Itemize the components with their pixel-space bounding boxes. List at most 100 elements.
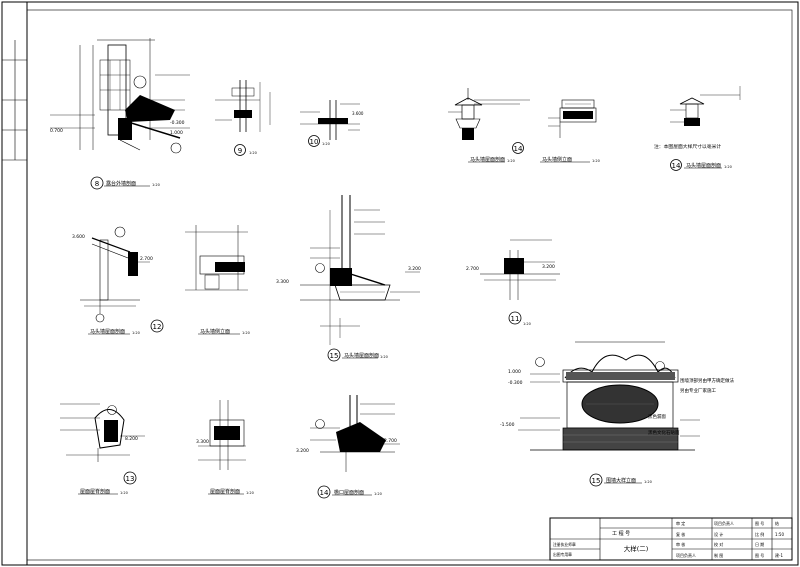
tb-r2c2: 设 计	[714, 531, 723, 537]
detail-13b-scale: 1:20	[120, 491, 128, 495]
detail-15b-callout	[589, 473, 603, 487]
tb-r1c1: 审 定	[676, 520, 685, 526]
tb-r3c3: 日 期	[755, 541, 764, 547]
gate-level-top: 1.000	[508, 369, 521, 375]
level-12a: 3.600	[72, 234, 85, 240]
gate-level-mid: -0.300	[508, 380, 523, 386]
detail-11-scale: 1:20	[523, 322, 531, 326]
detail-mid-b-scale: 1:20	[246, 491, 254, 495]
gate-note-1: 围墙顶部另由甲方确定做法	[680, 377, 734, 384]
tb-r4c4: 建-1	[775, 552, 783, 558]
detail-9-num: 9	[238, 147, 242, 155]
detail-12-label: 马头墙屋面剖面	[90, 328, 125, 335]
tb-r3c2: 校 对	[714, 541, 723, 547]
level-11: 3.200	[542, 264, 555, 270]
gate-level-low: -1.500	[500, 422, 515, 428]
level-10: 3.600	[352, 111, 364, 116]
detail-8-num: 8	[95, 180, 99, 188]
detail-8-scale: 1:20	[152, 183, 160, 187]
level-11b: 2.700	[466, 266, 479, 272]
detail-10-num: 10	[310, 138, 319, 146]
detail-11-num: 11	[511, 315, 520, 323]
detail-ridge-middle	[198, 400, 246, 470]
level-15b: 3.300	[276, 279, 289, 285]
detail-10-callout	[308, 135, 320, 147]
detail-eave-scale: 1:20	[242, 331, 250, 335]
sheet-title: 大样(二)	[624, 544, 649, 553]
level-13b: 8.200	[125, 436, 138, 442]
gate-note-3: 黑色漏窗	[648, 413, 666, 420]
detail-9-section	[215, 80, 271, 132]
left-note-1: 注册执业师章	[553, 542, 576, 547]
detail-10-scale: 1:20	[322, 142, 330, 146]
detail-15-wall-elevation	[518, 341, 700, 451]
gate-note-4: 黑色文化石贴面	[648, 429, 680, 436]
detail-13a-scale: 1:20	[507, 159, 515, 163]
level-14c: 2.700	[384, 438, 397, 444]
detail-eave-elevation	[185, 225, 248, 291]
level-8a: -0.300	[170, 120, 185, 126]
level-8b: 1.000	[170, 130, 183, 136]
detail-12-roof-section	[80, 226, 150, 323]
tb-r2c3: 比 例	[755, 531, 764, 537]
detail-10-section	[300, 100, 360, 140]
gate-note-2: 另由专业厂家施工	[680, 387, 716, 394]
detail-14b-label: 马头墙屋面剖面	[686, 162, 721, 169]
detail-9-callout	[234, 144, 246, 156]
detail-12-num: 12	[153, 323, 162, 331]
detail-13b-callout	[123, 471, 137, 485]
detail-14-elevation	[548, 99, 597, 138]
drawing-note: 注：本图屋面大样尺寸以毫米计	[654, 143, 721, 150]
tb-r4c3: 图 号	[755, 552, 764, 558]
level-12b: 2.700	[140, 256, 153, 262]
detail-14-scale: 1:20	[592, 159, 600, 163]
tb-r3c1: 审 核	[676, 541, 685, 547]
detail-15b-scale: 1:20	[644, 480, 652, 484]
tb-r1c2: 项目负责人	[714, 520, 734, 526]
detail-13-ridge-bottom	[60, 403, 145, 462]
detail-mid-b-label: 屋面屋脊剖面	[210, 488, 240, 495]
detail-14-label: 马头墙侧立面	[542, 156, 572, 163]
title-project-label: 工 程 号	[612, 530, 630, 537]
left-note-2: 出图专用章	[553, 552, 572, 557]
level-14b: 3.200	[296, 448, 309, 454]
tb-r2c1: 复 核	[676, 531, 685, 537]
detail-8-callout	[90, 176, 104, 190]
detail-14b-callout	[670, 159, 682, 171]
title-block	[549, 517, 793, 561]
level-15a: 3.200	[408, 266, 421, 272]
detail-13a-label: 马头墙屋面剖面	[470, 156, 505, 163]
tb-r1c3: 图 号	[755, 520, 764, 526]
detail-13b-num: 13	[126, 475, 135, 483]
detail-14c-label: 檐口屋面剖面	[334, 489, 364, 496]
detail-12-scale: 1:20	[132, 331, 140, 335]
detail-15b-label: 围墙大样立面	[606, 477, 636, 484]
detail-15-roof-section	[300, 195, 420, 345]
tb-r1c4: 结	[775, 520, 779, 526]
tb-r4c1: 项目负责人	[676, 552, 696, 558]
tb-r4c2: 制 图	[714, 552, 723, 558]
detail-15-callout	[327, 348, 341, 362]
detail-14-num: 14	[514, 145, 523, 153]
detail-8-wall-section	[50, 38, 190, 154]
detail-13b-label: 屋面屋脊剖面	[80, 488, 110, 495]
level-8c: 0.700	[50, 128, 63, 134]
detail-eave-label: 马头墙侧立面	[200, 328, 230, 335]
inner-frame	[26, 9, 793, 561]
detail-14c-callout	[317, 485, 331, 499]
detail-14c-num: 14	[320, 489, 329, 497]
detail-11-callout	[508, 311, 522, 325]
detail-8-label: 露台外墙剖面	[106, 180, 136, 187]
detail-14b-ridge	[670, 86, 741, 126]
detail-13-ridge-section	[448, 88, 530, 140]
detail-14b-num: 14	[672, 162, 681, 170]
detail-14b-scale: 1:20	[724, 165, 732, 169]
detail-15-scale: 1:20	[380, 355, 388, 359]
level-mid-b: 3.300	[196, 439, 209, 445]
detail-15-label: 马头墙屋面剖面	[344, 352, 379, 359]
detail-14-callout	[512, 142, 524, 154]
detail-14-eave-section	[310, 395, 400, 472]
detail-15b-num: 15	[592, 477, 601, 485]
